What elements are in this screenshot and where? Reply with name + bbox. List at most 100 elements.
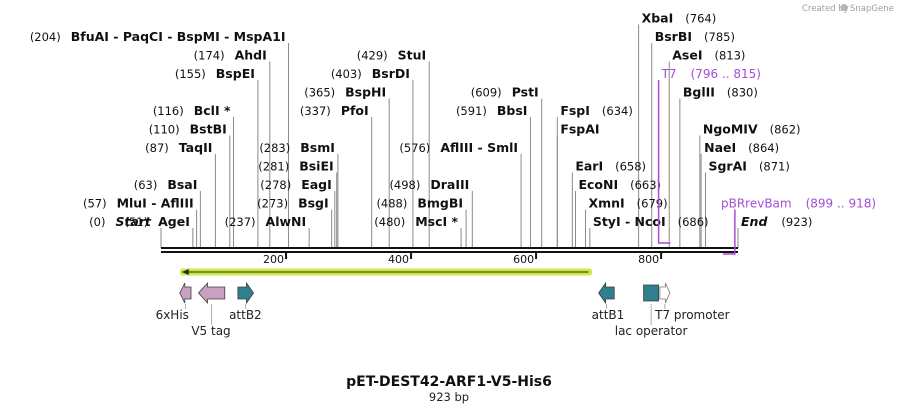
snapgene-credit: Created by SnapGene: [802, 4, 894, 14]
feature-label: V5 tag: [191, 324, 230, 338]
enzyme-name[interactable]: BsiEI: [299, 159, 333, 174]
enzyme-name[interactable]: BsmI: [300, 140, 335, 155]
feature-shape[interactable]: [643, 284, 660, 302]
enzyme-name[interactable]: EcoNI: [578, 177, 618, 192]
enzyme-name[interactable]: BsaI: [167, 177, 197, 192]
feature-label: 6xHis: [156, 308, 189, 322]
enzyme-position: (591): [456, 104, 487, 118]
orf-track: [179, 268, 593, 276]
enzyme-position: (634): [602, 104, 633, 118]
ruler-tick-label: 800: [638, 253, 659, 266]
enzyme-position: (498): [389, 178, 420, 192]
primer-range: (899 .. 918): [806, 197, 876, 211]
enzyme-name[interactable]: BglII: [683, 85, 715, 100]
enzyme-position: (764): [685, 12, 716, 26]
enzyme-position: (488): [376, 197, 407, 211]
enzyme-name[interactable]: FspI: [560, 103, 590, 118]
enzyme-name[interactable]: PstI: [512, 85, 539, 100]
enzyme-name[interactable]: EarI: [575, 159, 603, 174]
enzyme-position: (110): [149, 123, 180, 137]
enzyme-name[interactable]: XmnI: [588, 196, 624, 211]
feature-label: attB1: [592, 308, 625, 322]
enzyme-name[interactable]: BmgBI: [417, 196, 463, 211]
enzyme-name[interactable]: AhdI: [235, 48, 267, 63]
primer-arrow[interactable]: [657, 80, 671, 244]
feature-shape[interactable]: [197, 281, 226, 305]
credit-brand: SnapGene: [850, 4, 894, 14]
enzyme-position: (830): [727, 86, 758, 100]
enzyme-name[interactable]: StyI - NcoI: [593, 214, 666, 229]
enzyme-name[interactable]: BsgI: [298, 196, 329, 211]
credit-created-by: Created by: [802, 4, 849, 14]
primer-name[interactable]: T7: [661, 67, 677, 81]
enzyme-name[interactable]: BfuAI - PaqCI - BspMI - MspA1I: [71, 29, 286, 44]
start-label: Start: [115, 214, 152, 229]
enzyme-position: (278): [260, 178, 291, 192]
enzyme-name[interactable]: AseI: [672, 48, 702, 63]
feature-shape[interactable]: [659, 282, 671, 304]
ruler-tick-label: 400: [388, 253, 409, 266]
enzyme-name[interactable]: XbaI: [642, 11, 674, 26]
enzyme-name[interactable]: PfoI: [341, 103, 369, 118]
enzyme-position: (686): [678, 215, 709, 229]
enzyme-name[interactable]: BclI *: [194, 103, 231, 118]
enzyme-position: (609): [471, 86, 502, 100]
enzyme-name[interactable]: NgoMIV: [703, 122, 758, 137]
enzyme-name[interactable]: DraIII: [430, 177, 469, 192]
enzyme-name[interactable]: AlwNI: [266, 214, 307, 229]
enzyme-name[interactable]: BspHI: [345, 85, 386, 100]
enzyme-position: (51): [125, 215, 149, 229]
enzyme-name[interactable]: AgeI: [158, 214, 190, 229]
feature-label: lac operator: [615, 324, 688, 338]
start-position: (0): [89, 215, 105, 229]
primer-arrow[interactable]: [722, 209, 736, 255]
feature-shape[interactable]: [237, 281, 255, 305]
feature-shape[interactable]: [179, 282, 192, 304]
feature-shape[interactable]: [598, 281, 615, 305]
enzyme-name[interactable]: MscI *: [415, 214, 458, 229]
enzyme-name[interactable]: BsrBI: [655, 29, 692, 44]
primers: T7 (796 .. 815) pBRrevBam (899 .. 918): [657, 67, 876, 255]
enzyme-position: (480): [374, 215, 405, 229]
sequence-ends: Start(0)End(923): [89, 214, 812, 229]
enzyme-position: (813): [714, 49, 745, 63]
enzyme-name[interactable]: BbsI: [497, 103, 528, 118]
orf-arrowhead-icon: [181, 269, 189, 275]
enzyme-name[interactable]: MluI - AflIII: [117, 196, 194, 211]
enzyme-name[interactable]: TaqII: [179, 140, 213, 155]
enzyme-position: (57): [83, 197, 107, 211]
enzyme-name[interactable]: StuI: [398, 48, 427, 63]
enzyme-position: (283): [259, 141, 290, 155]
enzyme-name[interactable]: EagI: [301, 177, 332, 192]
primer-name[interactable]: pBRrevBam: [721, 197, 792, 211]
map-title: pET-DEST42-ARF1-V5-His6: [346, 374, 552, 390]
enzyme-position: (174): [194, 49, 225, 63]
enzyme-name[interactable]: NaeI: [704, 140, 736, 155]
enzyme-position: (273): [257, 197, 288, 211]
enzyme-name[interactable]: BspEI: [216, 66, 255, 81]
enzyme-name[interactable]: BsrDI: [372, 66, 410, 81]
enzyme-position: (204): [30, 30, 61, 44]
primer-range: (796 .. 815): [691, 67, 761, 81]
snapgene-logo-icon: [840, 4, 848, 11]
enzyme-name[interactable]: AflIII - SmlI: [440, 140, 518, 155]
enzyme-position: (403): [331, 67, 362, 81]
enzyme-position: (155): [175, 67, 206, 81]
enzyme-leader-lines: [160, 24, 739, 248]
enzyme-position: (63): [134, 178, 158, 192]
enzyme-position: (87): [145, 141, 169, 155]
enzyme-name[interactable]: BstBI: [190, 122, 227, 137]
enzyme-position: (864): [748, 141, 779, 155]
enzyme-position: (871): [759, 160, 790, 174]
enzyme-position: (663): [630, 178, 661, 192]
enzyme-name[interactable]: SgrAI: [708, 159, 746, 174]
enzyme-position: (116): [153, 104, 184, 118]
sequence-length: 923 bp: [429, 390, 469, 404]
enzyme-position: (365): [304, 86, 335, 100]
feature-label: T7 promoter: [654, 308, 730, 322]
enzyme-name[interactable]: FspAI: [560, 122, 599, 137]
ruler-tick-label: 200: [263, 253, 284, 266]
